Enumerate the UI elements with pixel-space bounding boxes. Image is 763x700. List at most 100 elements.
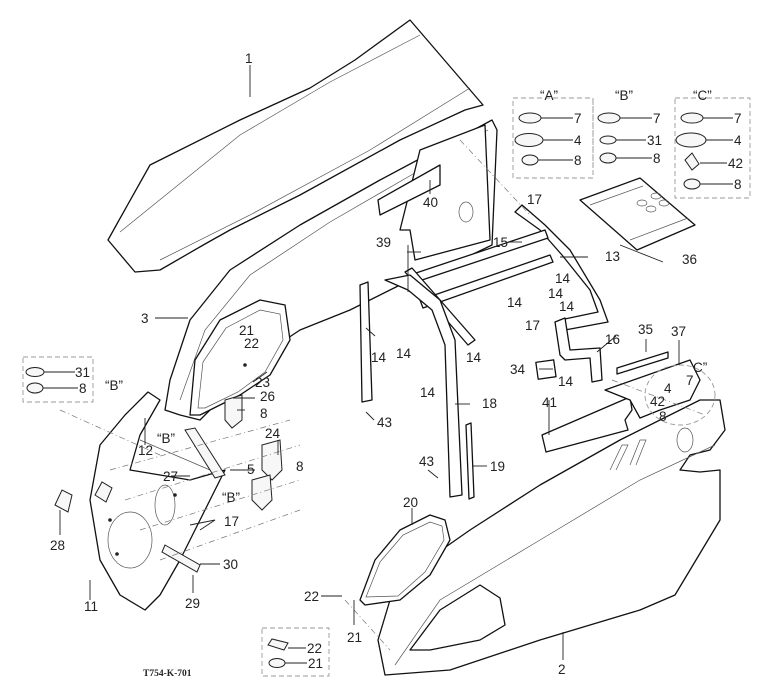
view-ref-b: “B”	[157, 431, 175, 446]
callout-31[interactable]: 31	[75, 365, 90, 380]
leader-lines	[59, 65, 680, 660]
callout-24[interactable]: 24	[265, 426, 281, 441]
callout-14[interactable]: 14	[466, 350, 482, 365]
callout-37[interactable]: 37	[671, 324, 686, 339]
callout-14[interactable]: 14	[558, 374, 574, 389]
view-ref-labels: “B” “B” “B”	[105, 378, 240, 505]
callout-7[interactable]: 7	[653, 111, 661, 126]
callout-14[interactable]: 14	[396, 346, 412, 361]
callout-8[interactable]: 8	[574, 153, 582, 168]
callout-40[interactable]: 40	[423, 195, 438, 210]
callout-14[interactable]: 14	[420, 385, 436, 400]
callout-12[interactable]: 12	[138, 443, 153, 458]
callout-7[interactable]: 7	[734, 111, 742, 126]
callout-42[interactable]: 42	[650, 394, 665, 409]
callout-14[interactable]: 14	[555, 271, 571, 286]
callout-14[interactable]: 14	[371, 350, 387, 365]
callout-27[interactable]: 27	[163, 469, 178, 484]
part-23-window-frame[interactable]	[189, 299, 291, 416]
callout-16[interactable]: 16	[605, 332, 620, 347]
callout-36[interactable]: 36	[682, 252, 697, 267]
part-37-insulation[interactable]	[604, 359, 701, 419]
callout-11[interactable]: 11	[84, 599, 98, 614]
callout-2[interactable]: 2	[558, 662, 566, 677]
callout-15[interactable]: 15	[493, 235, 508, 250]
callout-29[interactable]: 29	[185, 596, 200, 611]
callout-22[interactable]: 22	[244, 336, 259, 351]
callout-41[interactable]: 41	[542, 395, 557, 410]
part-20-window-seal[interactable]	[359, 514, 451, 606]
callout-28[interactable]: 28	[50, 538, 65, 553]
part-1-roof-panel[interactable]	[107, 19, 484, 273]
callout-26[interactable]: 26	[260, 389, 275, 404]
callout-7[interactable]: 7	[686, 373, 694, 388]
detail-group-c: “C” 7 4 42 8	[674, 88, 751, 199]
callout-4[interactable]: 4	[664, 381, 672, 396]
callout-8[interactable]: 8	[659, 409, 667, 424]
callout-labels: 1 3 2 40 39 17 15 13 36 14 14 14 14 17 1…	[50, 51, 697, 677]
part-35-strip[interactable]	[616, 351, 669, 375]
callout-14[interactable]: 14	[507, 295, 523, 310]
callout-30[interactable]: 30	[223, 557, 238, 572]
part-11-front-left-panel[interactable]	[89, 391, 226, 611]
drawing-code: T754-K-701	[143, 669, 192, 679]
callout-31[interactable]: 31	[647, 133, 662, 148]
part-36-roof-mat[interactable]	[579, 177, 696, 251]
view-ref-b: “B”	[105, 378, 123, 393]
callout-21[interactable]: 21	[347, 630, 362, 645]
callout-5[interactable]: 5	[247, 462, 255, 477]
part-16-bracket[interactable]	[554, 317, 603, 383]
part-29-strut[interactable]	[161, 544, 201, 573]
callout-23[interactable]: 23	[255, 375, 270, 390]
callout-22[interactable]: 22	[307, 641, 322, 656]
callout-3[interactable]: 3	[141, 311, 149, 326]
callout-21[interactable]: 21	[239, 323, 254, 338]
detail-c-inline: C” 4 7 42 8	[644, 360, 716, 426]
callout-22[interactable]: 22	[304, 589, 319, 604]
callout-1[interactable]: 1	[245, 51, 253, 66]
callout-14[interactable]: 14	[548, 286, 564, 301]
callout-17[interactable]: 17	[224, 514, 239, 529]
part-19-seal-strip[interactable]	[465, 422, 475, 500]
callout-14[interactable]: 14	[559, 299, 575, 314]
detail-group-bottom: 22 21	[261, 627, 330, 677]
callout-43[interactable]: 43	[419, 454, 434, 469]
part-26-bracket[interactable]	[224, 394, 243, 429]
callout-4[interactable]: 4	[574, 133, 582, 148]
view-ref-b: “B”	[222, 490, 240, 505]
detail-group-a: “A” 7 4 8	[512, 88, 594, 179]
callout-8[interactable]: 8	[296, 459, 304, 474]
callout-7[interactable]: 7	[574, 111, 582, 126]
part-34-pad[interactable]	[535, 359, 557, 380]
callout-17[interactable]: 17	[525, 318, 540, 333]
callout-19[interactable]: 19	[490, 459, 505, 474]
callout-4[interactable]: 4	[734, 133, 742, 148]
part-2-side-panel[interactable]	[377, 399, 726, 676]
part-24-bracket[interactable]	[251, 439, 283, 511]
part-40-trim[interactable]	[377, 164, 441, 216]
callout-20[interactable]: 20	[403, 495, 418, 510]
callout-43[interactable]: 43	[377, 415, 392, 430]
assembly-lines	[59, 139, 706, 651]
part-28-badge[interactable]	[54, 481, 113, 513]
callout-35[interactable]: 35	[638, 322, 653, 337]
callout-42[interactable]: 42	[728, 156, 743, 171]
callout-8[interactable]: 8	[734, 177, 742, 192]
callout-21[interactable]: 21	[308, 656, 323, 671]
callout-8[interactable]: 8	[260, 406, 268, 421]
callout-13[interactable]: 13	[605, 249, 620, 264]
part-27-strut[interactable]	[184, 427, 226, 479]
svg-text:C”: C”	[693, 360, 707, 375]
detail-group-b: “B” 7 31 8	[592, 88, 662, 168]
view-ref-a: “A”	[540, 88, 558, 103]
part-18-pillar[interactable]	[359, 274, 463, 498]
callout-34[interactable]: 34	[510, 362, 526, 377]
callout-17[interactable]: 17	[527, 192, 542, 207]
callout-18[interactable]: 18	[482, 396, 497, 411]
callout-39[interactable]: 39	[376, 235, 391, 250]
view-ref-c: “C”	[693, 88, 712, 103]
callout-8[interactable]: 8	[79, 381, 87, 396]
detail-group-b-left: 31 8	[22, 356, 94, 403]
callout-8[interactable]: 8	[653, 151, 661, 166]
